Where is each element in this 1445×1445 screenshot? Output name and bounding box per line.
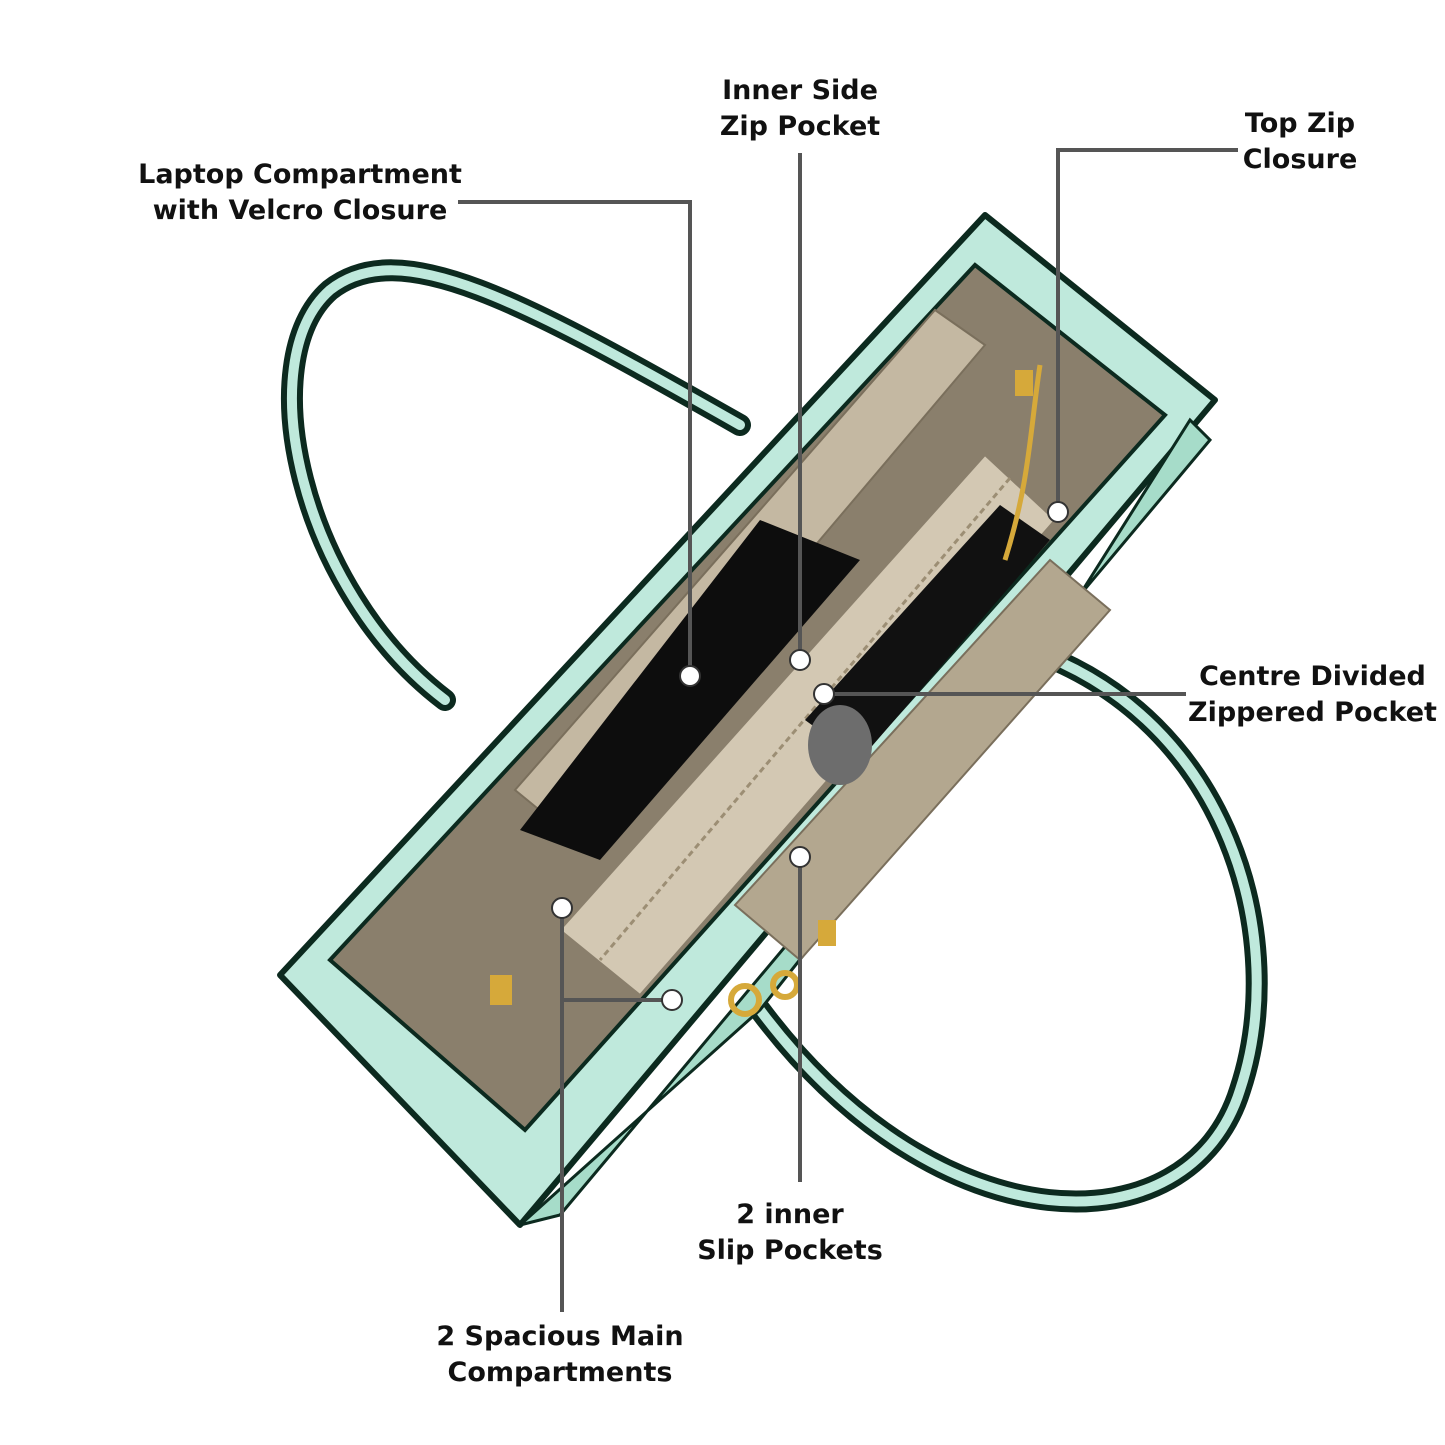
bottle — [808, 705, 872, 785]
callout-line-1: 2 inner — [736, 1199, 844, 1230]
callout-line-2: with Velcro Closure — [152, 195, 448, 226]
callout-inner-side-zip-pocket: Inner Side Zip Pocket — [690, 73, 910, 145]
dark-inner-pocket — [805, 505, 1050, 760]
callout-centre-divided-zippered-pocket: Centre Divided Zippered Pocket — [1185, 659, 1440, 731]
callout-line-1: Centre Divided — [1199, 661, 1426, 692]
centre-pocket-zipper — [598, 477, 1012, 961]
callout-line-2: Zip Pocket — [719, 111, 881, 142]
hardware-clasp-1 — [490, 975, 512, 1005]
main-compartments-callout-line — [560, 908, 672, 1312]
callout-line-1: Top Zip — [1244, 108, 1356, 139]
callout-dots — [551, 501, 1069, 1011]
main-compartments-callout-dot — [551, 897, 573, 919]
top-zip-callout-line — [1056, 148, 1238, 512]
top-zipper — [1002, 364, 1043, 561]
right-handle-highlight — [755, 645, 1262, 1207]
centre-divided-callout-dot — [813, 683, 835, 705]
inner-side-zip-callout-dot — [789, 649, 811, 671]
callout-top-zip-closure: Top Zip Closure — [1225, 106, 1375, 178]
callout-line-2: Slip Pockets — [697, 1235, 883, 1266]
callout-line-1: Inner Side — [722, 75, 878, 106]
callout-line-1: 2 Spacious Main — [436, 1321, 684, 1352]
callout-line-1: Laptop Compartment — [138, 159, 462, 190]
top-zip-callout-dot — [1047, 501, 1069, 523]
laptop-callout-dot — [679, 665, 701, 687]
callout-line-2: Zippered Pocket — [1188, 697, 1437, 728]
callout-line-2: Closure — [1242, 144, 1358, 175]
callout-lines — [458, 148, 1238, 1312]
slip-pockets-callout-dot — [789, 846, 811, 868]
hardware-ring-2 — [770, 970, 800, 1000]
hardware-clasp-3 — [1015, 370, 1033, 396]
laptop-device — [520, 520, 860, 860]
callout-inner-slip-pockets: 2 inner Slip Pockets — [690, 1197, 890, 1269]
callout-laptop-compartment: Laptop Compartment with Velcro Closure — [135, 157, 465, 229]
laptop-callout-line — [458, 200, 692, 676]
hardware-clasp-2 — [818, 920, 836, 946]
main-compartments-callout-dot-2 — [661, 989, 683, 1011]
hardware-ring-1 — [728, 983, 762, 1017]
callout-line-2: Compartments — [447, 1357, 673, 1388]
left-handle-highlight — [287, 265, 745, 705]
bag-interior — [327, 262, 1168, 1133]
callout-main-compartments: 2 Spacious Main Compartments — [410, 1319, 710, 1391]
